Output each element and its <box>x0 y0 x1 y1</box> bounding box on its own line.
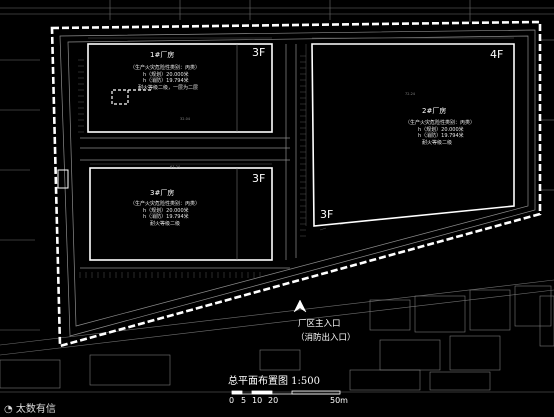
scale-label-20: 20 <box>268 396 279 405</box>
building-3-note2: h（规划）20.000米 <box>143 208 189 214</box>
building-2-floors-low: 3F <box>320 208 334 221</box>
guard-house <box>57 169 69 189</box>
building-2-name: 2#厂房 <box>422 107 447 115</box>
building-2-note1: （生产火灾危险性类别：丙类） <box>405 120 476 126</box>
building-2-outline <box>311 43 515 227</box>
scale-label-0: 0 <box>229 396 235 405</box>
watermark-logo: ◔ 太数有信 <box>4 400 56 415</box>
dimension-lines <box>88 37 514 226</box>
building-3-name: 3#厂房 <box>150 189 175 197</box>
building-3-outline <box>89 167 273 261</box>
building-2-dim: 72.24 <box>405 92 416 96</box>
plan-title: 总平面布置图 1:500 <box>228 376 320 387</box>
context-lines <box>0 0 554 393</box>
building-1-floors: 3F <box>252 46 266 59</box>
site-boundary <box>50 20 542 348</box>
scale-bar <box>231 390 341 395</box>
logo-text: 太数有信 <box>15 404 56 415</box>
main-gate-label: 厂区主入口 <box>298 319 341 329</box>
building-2-note2: h（规划）20.000米 <box>418 127 464 133</box>
building-3-dim: 67.24 <box>170 165 181 169</box>
context-blocks <box>0 285 554 391</box>
building-1-note3: h（消防）19.794米 <box>143 78 189 84</box>
building-1-name: 1#厂房 <box>150 51 175 59</box>
building-3-note3: h（消防）19.794米 <box>143 214 189 220</box>
building-1-note4: 耐火等级二级，一层为二层 <box>138 85 199 91</box>
building-3-note1: （生产火灾危险性类别：丙类） <box>130 201 201 207</box>
entrance-arrow <box>293 299 307 313</box>
scale-label-5: 5 <box>241 396 247 405</box>
building-1-dim: 32.04 <box>180 117 191 121</box>
scale-label-50m: 50m <box>330 396 348 405</box>
building-1-dashed-zone <box>111 89 152 105</box>
building-1-note1: （生产火灾危险性类别：丙类） <box>130 65 201 71</box>
building-1-outline <box>87 43 273 133</box>
fire-gate-label: （消防出入口） <box>296 333 356 343</box>
building-2-floors: 4F <box>490 48 504 61</box>
building-1-note2: h（规划）20.000米 <box>143 72 189 78</box>
building-2-note3: h（消防）19.794米 <box>418 133 464 139</box>
logo-icon: ◔ <box>4 404 13 415</box>
scale-label-10: 10 <box>252 396 263 405</box>
building-3-note4: 耐火等级二级 <box>150 221 181 227</box>
building-2-note4: 耐火等级二级 <box>422 140 453 146</box>
building-3-floors: 3F <box>252 172 266 185</box>
